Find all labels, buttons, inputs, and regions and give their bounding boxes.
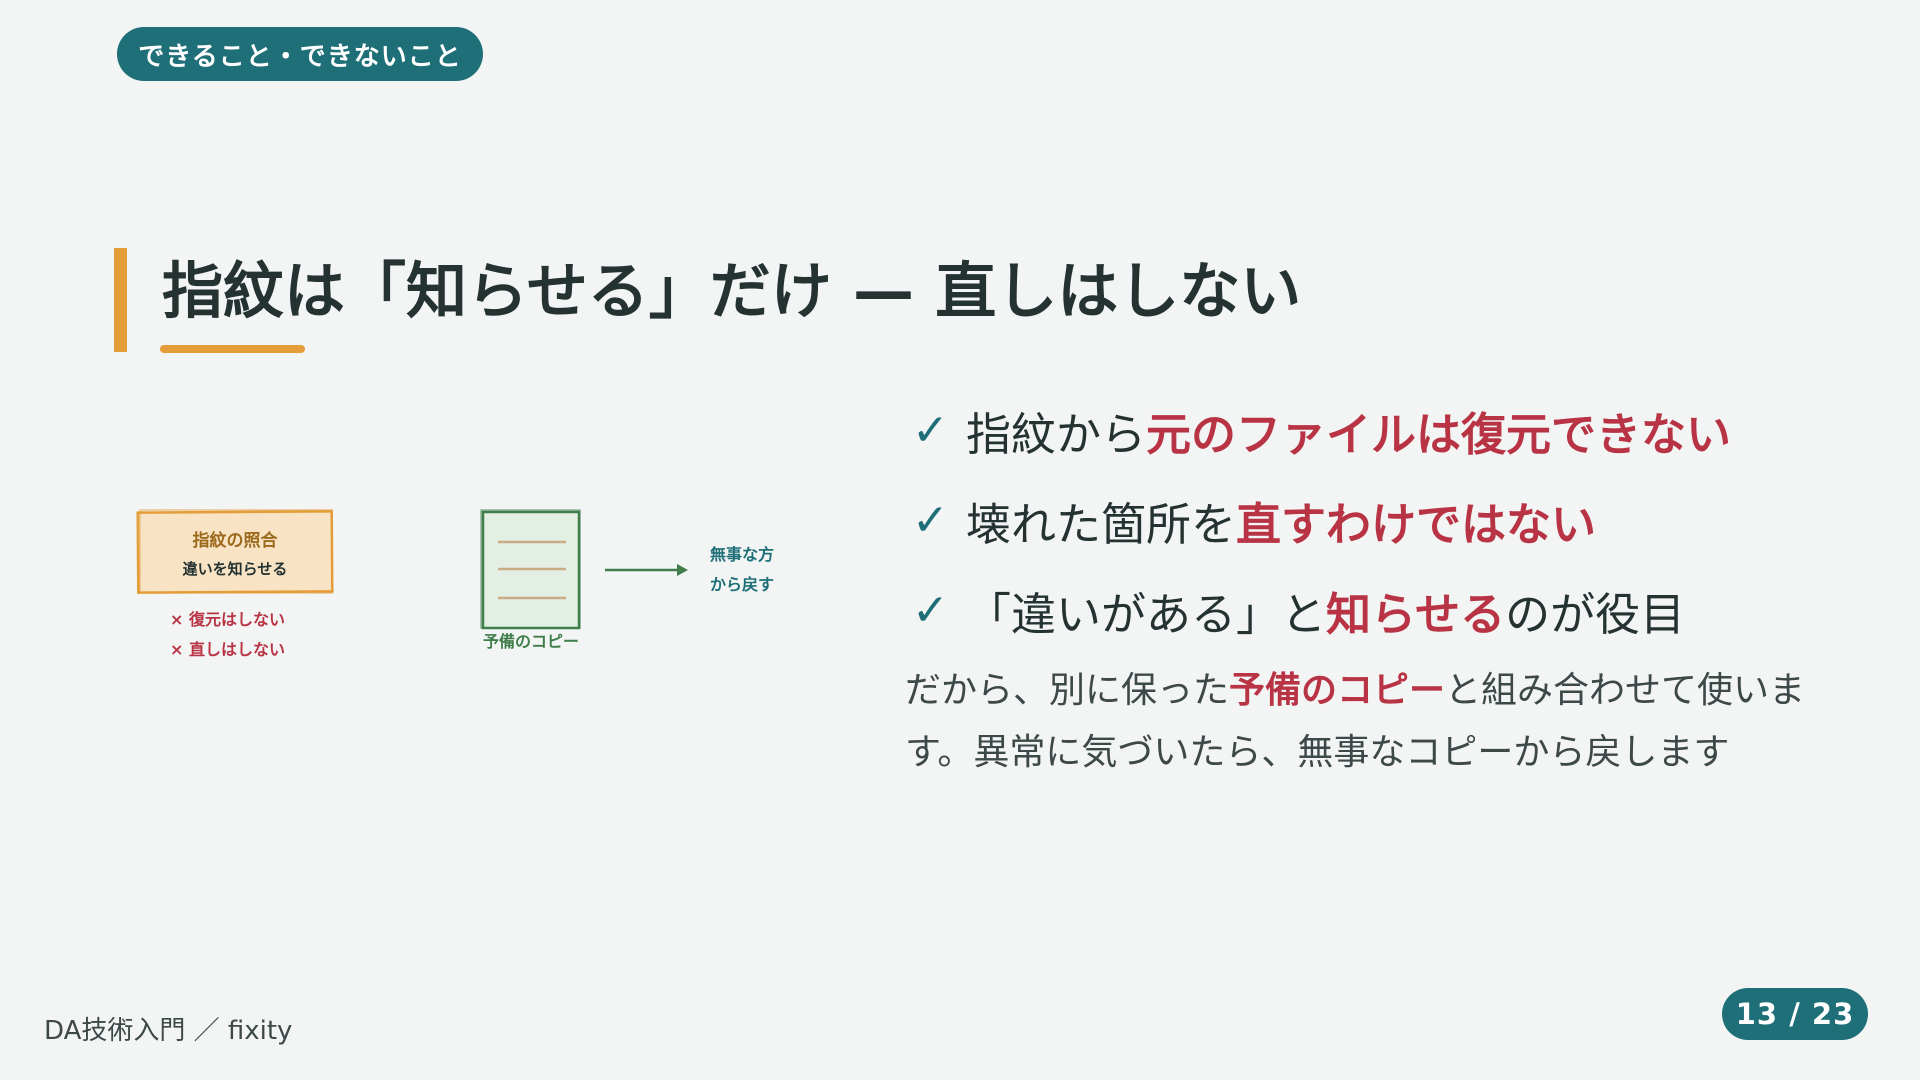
footer-course-label: DA技術入門 ／ fixity xyxy=(44,1016,293,1046)
no-fix-note: × 直しはしない xyxy=(170,640,285,659)
bullet-text: 「違いがある」と xyxy=(966,587,1327,641)
check-icon: ✓ xyxy=(912,494,949,546)
compare-box-sub: 違いを知らせる xyxy=(183,560,288,578)
paragraph-part1: だから、別に保った xyxy=(905,670,1230,711)
bullet-item: ✓ 指紋から元のファイルは復元できない xyxy=(912,385,1812,475)
bullet-emphasis: 知らせる xyxy=(1326,587,1506,641)
bullet-item: ✓ 壊れた箇所を直すわけではない xyxy=(912,475,1812,565)
bullet-item: ✓ 「違いがある」と知らせるのが役目 xyxy=(912,565,1812,655)
bullet-text: 指紋から xyxy=(966,407,1147,461)
paragraph-part2: と組み合わせて使います。異常に気づいたら、無事なコピーから戻します xyxy=(905,670,1806,773)
bullet-text: 壊れた箇所を xyxy=(966,497,1237,551)
backup-copy-label: 予備のコピー xyxy=(483,632,579,651)
explanation-paragraph: だから、別に保った予備のコピーと組み合わせて使います。異常に気づいたら、無事なコ… xyxy=(905,660,1825,784)
slide-title: 指紋は「知らせる」だけ — 直しはしない xyxy=(162,256,1302,327)
page-number-badge: 13 / 23 xyxy=(1722,988,1868,1040)
title-accent-bar xyxy=(114,248,127,352)
compare-box xyxy=(136,510,334,594)
check-icon: ✓ xyxy=(912,404,949,456)
arrow-label-line2: から戻す xyxy=(710,575,774,594)
paragraph-emphasis: 予備のコピー xyxy=(1229,670,1446,711)
bullet-emphasis: 元のファイルは復元できない xyxy=(1146,407,1732,461)
section-badge: できること・できないこと xyxy=(117,27,483,81)
no-restore-note: × 復元はしない xyxy=(170,610,285,629)
restore-arrow-head xyxy=(677,564,688,576)
compare-box-title: 指紋の照合 xyxy=(193,530,279,551)
check-icon: ✓ xyxy=(912,584,949,636)
arrow-label-line1: 無事な方 xyxy=(710,545,774,564)
title-underline xyxy=(160,345,305,353)
bullet-list: ✓ 指紋から元のファイルは復元できない ✓ 壊れた箇所を直すわけではない ✓ 「… xyxy=(912,385,1812,655)
sketch-illustration: 指紋の照合 違いを知らせる × 復元はしない × 直しはしない 予備のコピー 無… xyxy=(136,509,774,659)
bullet-tail: のが役目 xyxy=(1505,587,1686,641)
bullet-emphasis: 直すわけではない xyxy=(1236,497,1597,551)
